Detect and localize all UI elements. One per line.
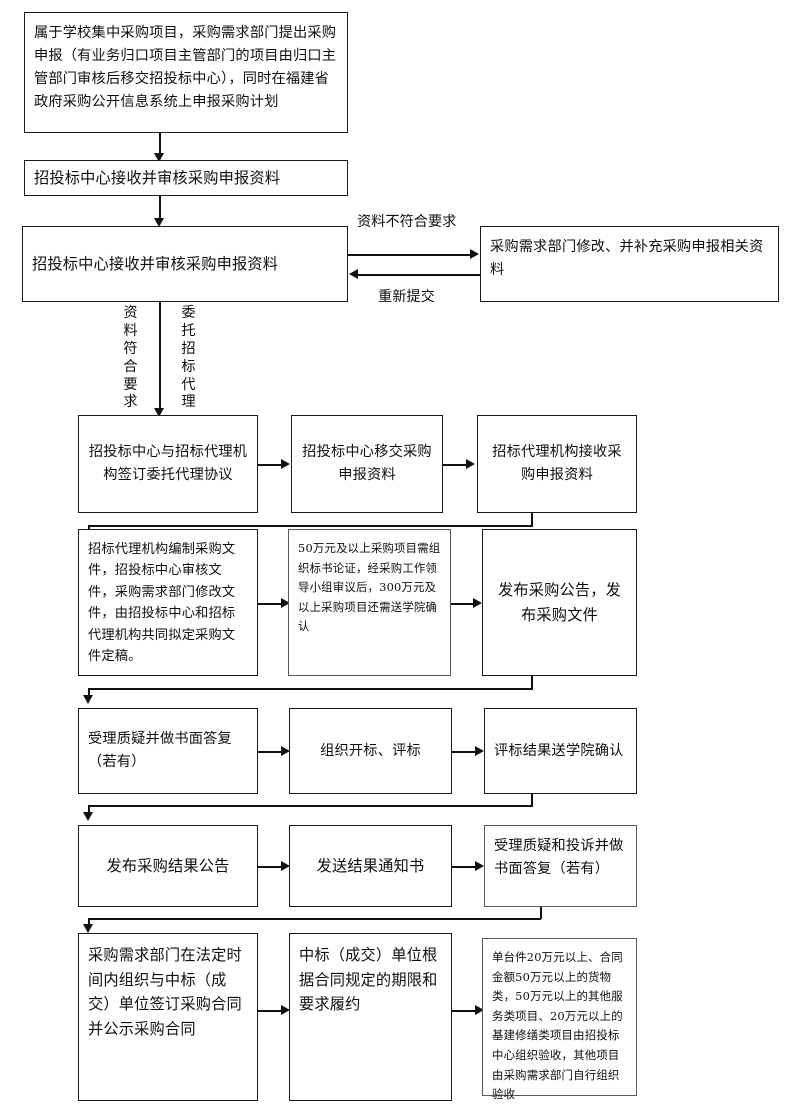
- connector-n11-n12: [258, 751, 283, 753]
- arrowhead-right-n9-n10: [473, 598, 482, 608]
- node-center-receive-review-2: 招投标中心接收并审核采购申报资料: [22, 226, 348, 302]
- node-label: 招标代理机构编制采购文件，招投标中心审核文件，采购需求部门修改文件，由招投标中心…: [88, 542, 236, 664]
- connector-n8-n9: [258, 603, 283, 605]
- connector-n14-n15: [258, 866, 283, 868]
- node-label: 50万元及以上采购项目需组织标书论证，经采购工作领导小组审议后，300万元及以上…: [298, 541, 441, 634]
- connector-n3-n5: [159, 302, 161, 412]
- node-prepare-procurement-documents: 招标代理机构编制采购文件，招投标中心审核文件，采购需求部门修改文件，由招投标中心…: [78, 529, 258, 676]
- node-label: 招标代理机构接收采购申报资料: [492, 444, 622, 483]
- connector-n13-n14-v1: [531, 794, 533, 806]
- arrowhead-right-n6-n7: [466, 459, 475, 469]
- connector-n2-n3: [159, 196, 161, 220]
- node-bid-document-review-threshold: 50万元及以上采购项目需组织标书论证，经采购工作领导小组审议后，300万元及以上…: [288, 529, 451, 676]
- connector-n18-n19: [452, 1010, 477, 1012]
- arrowhead-right-n5-n6: [281, 459, 290, 469]
- connector-n15-n16: [452, 866, 477, 868]
- node-label: 发送结果通知书: [316, 856, 425, 875]
- node-label: 受理质疑和投诉并做书面答复（若有）: [494, 838, 624, 877]
- node-organize-bid-opening-evaluation: 组织开标、评标: [289, 708, 452, 794]
- node-label: 组织开标、评标: [320, 742, 421, 759]
- node-label: 采购需求部门修改、并补充采购申报相关资料: [490, 239, 764, 278]
- node-label: 采购需求部门在法定时间内组织与中标（成交）单位签订采购合同并公示采购合同: [88, 946, 242, 1038]
- node-dept-revise-supplement: 采购需求部门修改、并补充采购申报相关资料: [480, 226, 779, 302]
- arrowhead-left-resubmit: [349, 269, 358, 279]
- connector-n16-n17-v2: [88, 918, 90, 927]
- connector-n10-n11-v1: [531, 676, 533, 689]
- connector-n16-n17-v1: [540, 907, 542, 919]
- arrowhead-down-n10-n11: [83, 695, 93, 704]
- connector-n10-n11-v2: [88, 688, 90, 698]
- node-label: 中标（成交）单位根据合同规定的期限和要求履约: [299, 946, 438, 1014]
- edge-label-resubmit: 重新提交: [378, 289, 435, 305]
- arrowhead-right-n18-n19: [475, 1005, 484, 1015]
- connector-n13-n14-v2: [88, 805, 90, 815]
- connector-n13-n14-h: [88, 805, 533, 807]
- node-publish-result-announcement: 发布采购结果公告: [78, 825, 258, 907]
- arrowhead-right-n15-n16: [475, 861, 484, 871]
- node-label: 发布采购结果公告: [106, 856, 230, 875]
- arrowhead-right-n11-n12: [281, 746, 290, 756]
- node-label: 发布采购公告，发布采购文件: [497, 580, 622, 624]
- connector-n17-n18: [258, 1010, 283, 1012]
- node-winner-contract-performance: 中标（成交）单位根据合同规定的期限和要求履约: [289, 933, 452, 1101]
- edge-label-pass: 资料符合要求: [123, 305, 138, 411]
- node-label: 招投标中心接收并审核采购申报资料: [32, 254, 279, 273]
- node-sign-agency-agreement: 招投标中心与招标代理机构签订委托代理协议: [78, 415, 258, 513]
- edge-label-reject: 资料不符合要求: [357, 214, 457, 230]
- node-label: 评标结果送学院确认: [494, 742, 624, 759]
- arrowhead-right-reject: [470, 249, 479, 259]
- node-send-result-notice: 发送结果通知书: [289, 825, 452, 907]
- connector-n10-n11-h: [88, 688, 533, 690]
- node-acceptance-threshold-rules: 单台件20万元以上、合同金额50万元以上的货物类，50万元以上的其他服务类项目、…: [482, 938, 637, 1101]
- node-handle-challenge-written-reply: 受理质疑并做书面答复（若有）: [78, 708, 258, 794]
- arrowhead-down-n13-n14: [83, 812, 93, 821]
- connector-n1-n2: [159, 133, 161, 155]
- arrowhead-down-n1-n2: [154, 153, 164, 162]
- node-label: 单台件20万元以上、合同金额50万元以上的货物类，50万元以上的其他服务类项目、…: [492, 950, 623, 1102]
- node-label: 受理质疑并做书面答复（若有）: [88, 731, 232, 770]
- node-center-receive-review-1: 招投标中心接收并审核采购申报资料: [24, 160, 348, 196]
- connector-n9-n10: [451, 603, 475, 605]
- node-send-evaluation-result-to-college: 评标结果送学院确认: [484, 708, 637, 794]
- node-handle-challenge-complaint-reply: 受理质疑和投诉并做书面答复（若有）: [484, 825, 637, 907]
- arrowhead-down-n3-n5: [154, 408, 164, 417]
- connector-n16-n17-h: [88, 918, 541, 920]
- node-sign-and-publicize-contract: 采购需求部门在法定时间内组织与中标（成交）单位签订采购合同并公示采购合同: [78, 933, 258, 1101]
- connector-n7-n8-v1: [531, 513, 533, 526]
- arrowhead-right-n14-n15: [281, 861, 290, 871]
- connector-n7-n8-h: [88, 525, 533, 527]
- connector-n6-n7: [443, 464, 468, 466]
- arrowhead-right-n12-n13: [475, 746, 484, 756]
- edge-label-delegate: 委托招标代理: [181, 305, 196, 411]
- connector-resubmit: [358, 274, 480, 276]
- connector-reject: [348, 254, 471, 256]
- node-label: 属于学校集中采购项目，采购需求部门提出采购申报（有业务归口项目主管部门的项目由归…: [34, 25, 337, 110]
- arrowhead-right-n8-n9: [281, 598, 290, 608]
- node-label: 招投标中心移交采购申报资料: [302, 444, 432, 483]
- connector-n12-n13: [452, 751, 477, 753]
- node-procurement-declaration: 属于学校集中采购项目，采购需求部门提出采购申报（有业务归口项目主管部门的项目由归…: [24, 12, 348, 133]
- arrowhead-right-n17-n18: [281, 1005, 290, 1015]
- arrowhead-down-n2-n3: [154, 218, 164, 227]
- node-label: 招投标中心与招标代理机构签订委托代理协议: [88, 444, 248, 483]
- node-label: 招投标中心接收并审核采购申报资料: [34, 168, 281, 187]
- connector-n5-n6: [258, 464, 283, 466]
- node-agency-receive-materials: 招标代理机构接收采购申报资料: [477, 415, 637, 513]
- node-transfer-declaration-materials: 招投标中心移交采购申报资料: [291, 415, 443, 513]
- arrowhead-down-n16-n17: [83, 924, 93, 933]
- node-publish-announcement-documents: 发布采购公告，发布采购文件: [482, 529, 637, 676]
